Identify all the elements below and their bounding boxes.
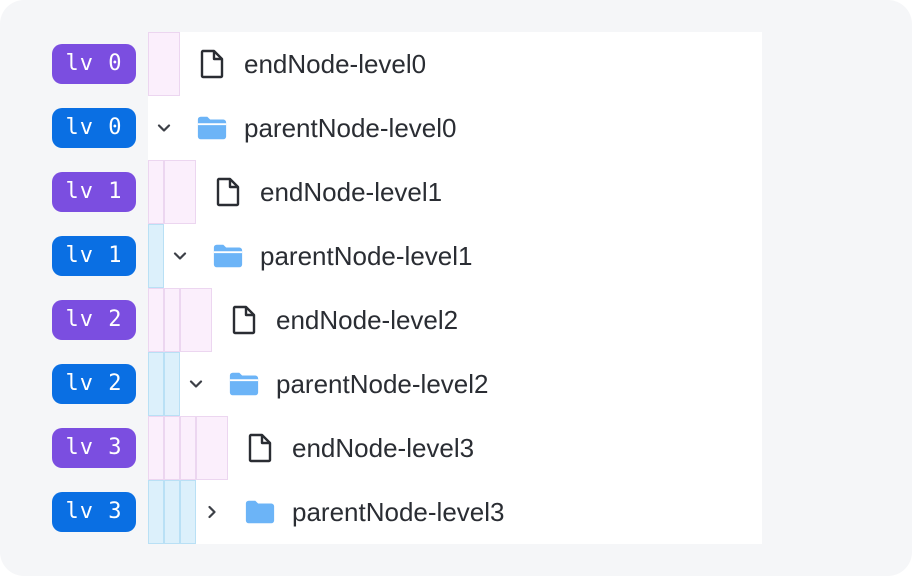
indent-guide	[196, 416, 228, 480]
indent-guide	[148, 224, 164, 288]
indent-guides	[148, 224, 164, 288]
tree-row: lv 1 endNode-level1	[52, 160, 762, 224]
indent-guide	[148, 480, 164, 544]
indent-guides	[148, 288, 212, 352]
folder-icon	[244, 496, 276, 528]
node-label: endNode-level0	[244, 49, 427, 79]
tree-node-endnode-level1[interactable]: endNode-level1	[148, 160, 762, 224]
tree-node-parentnode-level1[interactable]: parentNode-level1	[148, 224, 762, 288]
indent-guide	[148, 352, 164, 416]
tree-row: lv 3 endNode-level3	[52, 416, 762, 480]
indent-guides	[148, 416, 228, 480]
tree-view: lv 0 endNode-level0 lv 0	[52, 32, 762, 544]
file-icon	[228, 304, 260, 336]
node-label: endNode-level3	[292, 433, 475, 463]
file-icon	[196, 48, 228, 80]
indent-guides	[148, 480, 196, 544]
chevron-down-icon[interactable]	[152, 116, 176, 140]
tree-row: lv 1 parentNode-level1	[52, 224, 762, 288]
node-label: parentNode-level1	[260, 241, 473, 271]
tree-node-endnode-level3[interactable]: endNode-level3	[148, 416, 762, 480]
level-badge: lv 0	[52, 44, 136, 84]
indent-guide	[148, 32, 180, 96]
indent-guide	[164, 480, 180, 544]
node-label: parentNode-level2	[276, 369, 489, 399]
tree-node-endnode-level2[interactable]: endNode-level2	[148, 288, 762, 352]
indent-guide	[148, 160, 164, 224]
indent-guides	[148, 352, 180, 416]
chevron-down-icon[interactable]	[168, 244, 192, 268]
chevron-right-icon[interactable]	[200, 500, 224, 524]
level-badge: lv 3	[52, 492, 136, 532]
tree-node-parentnode-level3[interactable]: parentNode-level3	[148, 480, 762, 544]
tree-node-parentnode-level2[interactable]: parentNode-level2	[148, 352, 762, 416]
chevron-down-icon[interactable]	[184, 372, 208, 396]
indent-guide	[180, 416, 196, 480]
folder-open-icon	[212, 240, 244, 272]
level-badge: lv 1	[52, 172, 136, 212]
folder-open-icon	[228, 368, 260, 400]
indent-guides	[148, 32, 180, 96]
file-icon	[212, 176, 244, 208]
folder-open-icon	[196, 112, 228, 144]
tree-row: lv 0 parentNode-level0	[52, 96, 762, 160]
node-label: endNode-level1	[260, 177, 443, 207]
indent-guide	[164, 416, 180, 480]
level-badge: lv 1	[52, 236, 136, 276]
indent-guide	[164, 288, 180, 352]
level-badge: lv 2	[52, 300, 136, 340]
indent-guides	[148, 160, 196, 224]
tree-row: lv 2 endNode-level2	[52, 288, 762, 352]
indent-guide	[148, 416, 164, 480]
node-label: parentNode-level0	[244, 113, 457, 143]
tree-row: lv 0 endNode-level0	[52, 32, 762, 96]
tree-node-parentnode-level0[interactable]: parentNode-level0	[148, 96, 762, 160]
node-label: parentNode-level3	[292, 497, 505, 527]
tree-row: lv 3 parentNode-level3	[52, 480, 762, 544]
level-badge: lv 2	[52, 364, 136, 404]
indent-guide	[164, 160, 196, 224]
tree-row: lv 2 parentNode-level2	[52, 352, 762, 416]
tree-node-endnode-level0[interactable]: endNode-level0	[148, 32, 762, 96]
indent-guide	[148, 288, 164, 352]
level-badge: lv 0	[52, 108, 136, 148]
node-label: endNode-level2	[276, 305, 459, 335]
level-badge: lv 3	[52, 428, 136, 468]
indent-guide	[180, 480, 196, 544]
indent-guide	[164, 352, 180, 416]
file-icon	[244, 432, 276, 464]
indent-guide	[180, 288, 212, 352]
